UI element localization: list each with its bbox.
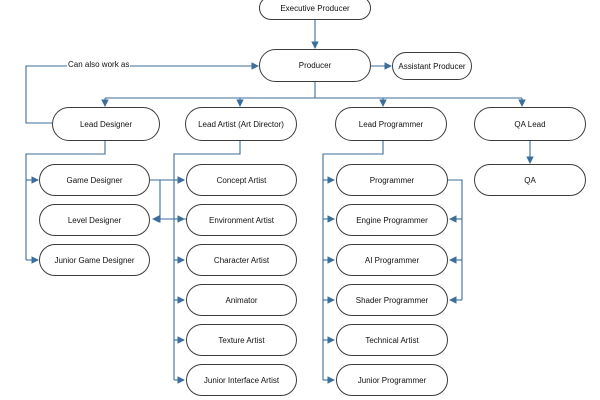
node-animator[interactable]: Animator	[186, 284, 297, 316]
node-shader-programmer[interactable]: Shader Programmer	[336, 284, 448, 316]
node-technical-artist[interactable]: Technical Artist	[336, 324, 448, 356]
edge-can-also-work-as	[25, 62, 259, 124]
edge-game-to-level	[150, 179, 161, 223]
node-assistant-producer[interactable]: Assistant Producer	[392, 52, 472, 80]
node-concept-artist[interactable]: Concept Artist	[186, 164, 297, 196]
node-level-designer[interactable]: Level Designer	[39, 204, 150, 236]
edge-art-trunk	[173, 141, 241, 380]
edge-label-can-also-work-as: Can also work as	[67, 60, 131, 69]
node-lead-designer[interactable]: Lead Designer	[52, 107, 160, 141]
node-programmer[interactable]: Programmer	[336, 164, 448, 196]
node-qa-lead[interactable]: QA Lead	[474, 107, 586, 141]
node-game-designer[interactable]: Game Designer	[39, 164, 150, 196]
edge-programmer-specialties	[448, 179, 463, 300]
node-junior-interface-artist[interactable]: Junior Interface Artist	[186, 364, 297, 396]
node-junior-programmer[interactable]: Junior Programmer	[336, 364, 448, 396]
edge-prog-trunk	[322, 141, 384, 380]
node-executive-producer[interactable]: Executive Producer	[259, 0, 371, 20]
node-lead-programmer[interactable]: Lead Programmer	[335, 107, 447, 141]
node-engine-programmer[interactable]: Engine Programmer	[336, 204, 448, 236]
node-ai-programmer[interactable]: AI Programmer	[336, 244, 448, 276]
node-environment-artist[interactable]: Environment Artist	[186, 204, 297, 236]
edge-producer-bus	[105, 82, 522, 99]
node-texture-artist[interactable]: Texture Artist	[186, 324, 297, 356]
node-character-artist[interactable]: Character Artist	[186, 244, 297, 276]
node-junior-game-designer[interactable]: Junior Game Designer	[39, 244, 150, 276]
edge-design-trunk	[25, 141, 106, 260]
node-producer[interactable]: Producer	[259, 49, 371, 82]
node-lead-artist[interactable]: Lead Artist (Art Director)	[185, 107, 297, 141]
node-qa[interactable]: QA	[474, 164, 586, 196]
